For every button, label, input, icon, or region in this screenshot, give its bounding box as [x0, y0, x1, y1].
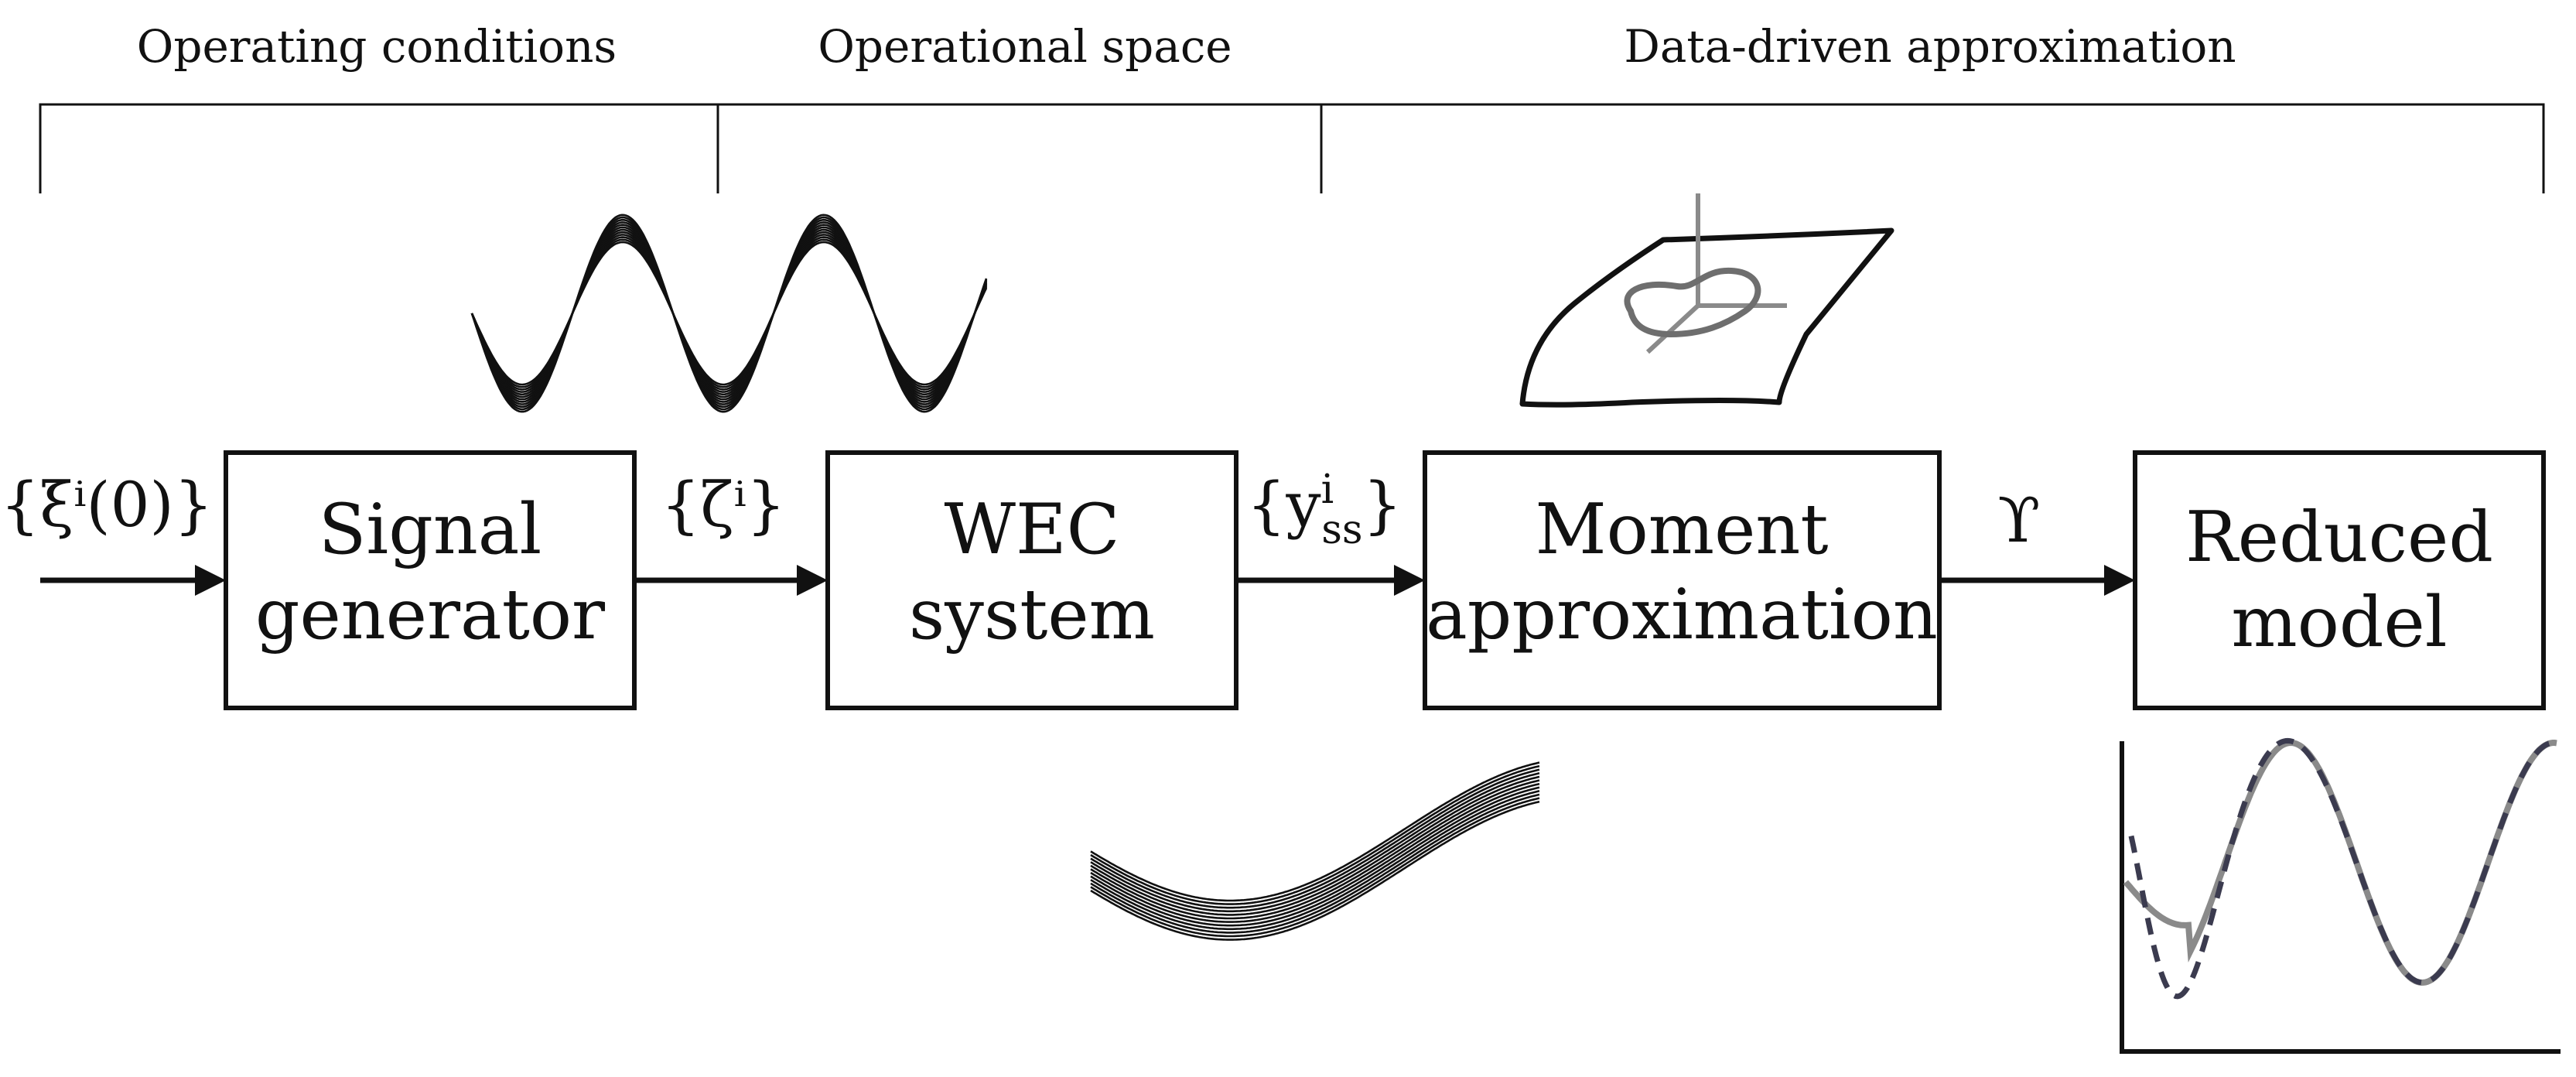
moment-approximation-label-line2: approximation	[1426, 574, 1938, 655]
wec-system-block: WEC system	[825, 450, 1238, 710]
wec-system-label-line1: WEC	[944, 489, 1119, 570]
reduced-model-label-line2: model	[2231, 582, 2447, 663]
approximation-result-label: ϒ	[1998, 484, 2041, 556]
wave-trace	[1090, 772, 1540, 913]
wave-trace	[470, 214, 988, 413]
plot-reference-curve-icon	[2123, 739, 2557, 986]
bracket-data-driven-approximation	[1321, 103, 2545, 193]
initial-condition-label: {ξⁱ(0)}	[0, 469, 213, 541]
bracket-operational-space	[718, 103, 1323, 193]
wave-trace	[1090, 793, 1540, 934]
moment-approximation-label-line1: Moment	[1535, 489, 1828, 570]
wec-system-label-line2: system	[909, 574, 1155, 655]
arrow-initial-condition	[40, 565, 226, 596]
reduced-model-label-line1: Reduced	[2185, 497, 2493, 578]
wave-trace	[1090, 779, 1540, 920]
signal-generator-label-line1: Signal	[319, 489, 542, 570]
wave-trace	[1090, 782, 1540, 923]
section-label-operational-space: Operational space	[818, 20, 1232, 73]
signal-generator-label-line2: generator	[255, 574, 606, 655]
moment-approximation-block: Moment approximation	[1423, 450, 1942, 710]
surface-axis-depth-icon	[1645, 303, 1700, 354]
wave-trace	[1090, 800, 1540, 941]
moment-surface-icon	[1519, 193, 1894, 408]
signal-generator-block: Signal generator	[224, 450, 637, 710]
wave-trace	[1090, 764, 1540, 905]
wave-trace	[1090, 797, 1540, 938]
section-label-operating-conditions: Operating conditions	[137, 20, 617, 73]
section-label-data-driven-approximation: Data-driven approximation	[1624, 20, 2236, 73]
output-signal-family-wave-icon	[1090, 761, 1540, 941]
input-signal-family-wave-icon	[470, 214, 988, 413]
wave-trace	[1090, 790, 1540, 931]
arrow-approximation-result	[1939, 565, 2135, 596]
wave-trace	[1090, 761, 1540, 902]
reduced-model-response-plot-icon	[2120, 737, 2561, 1054]
surface-closed-curve-icon	[1624, 267, 1761, 338]
arrow-input-signal	[634, 565, 828, 596]
surface-sheet-icon	[1519, 227, 1894, 408]
reduced-model-block: Reduced model	[2133, 450, 2546, 710]
wave-trace	[1090, 775, 1540, 916]
bracket-operating-conditions	[39, 103, 719, 193]
wave-trace	[1090, 786, 1540, 927]
input-signal-label: {ζⁱ}	[661, 469, 785, 541]
section-brackets	[39, 103, 2545, 193]
arrow-output-signal	[1236, 565, 1425, 596]
plot-model-curve-icon	[2128, 737, 2557, 1000]
wave-trace	[1090, 768, 1540, 909]
